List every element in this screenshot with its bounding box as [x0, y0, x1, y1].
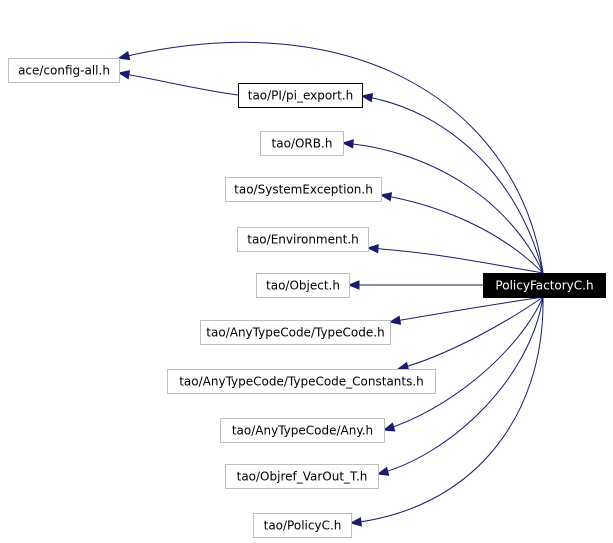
edge-line: [367, 247, 544, 274]
edge-factory-to-pi_export: [360, 92, 544, 274]
arrowhead-icon: [341, 139, 354, 149]
edge-line: [389, 296, 544, 323]
node-label: tao/PI/pi_export.h: [248, 89, 354, 103]
node-ace_config[interactable]: ace/config-all.h: [8, 58, 120, 83]
node-label: PolicyFactoryC.h: [495, 279, 593, 293]
arrowhead-icon: [379, 192, 393, 202]
nodes-layer: ace/config-all.h tao/PI/pi_export.h tao/OR…: [8, 58, 606, 538]
node-box: [200, 320, 391, 345]
edges-layer: [117, 41, 544, 527]
node-sysexc[interactable]: tao/SystemException.h: [225, 177, 382, 202]
arrowhead-icon: [388, 315, 402, 325]
edge-factory-to-object: [347, 280, 483, 290]
node-factory[interactable]: PolicyFactoryC.h: [483, 273, 606, 298]
node-env[interactable]: tao/Environment.h: [237, 227, 369, 252]
arrowhead-icon: [117, 50, 131, 61]
edge-line: [397, 296, 544, 370]
node-any[interactable]: tao/AnyTypeCode/Any.h: [220, 418, 385, 443]
node-typecode[interactable]: tao/AnyTypeCode/TypeCode.h: [200, 320, 391, 345]
edge-factory-to-orb: [341, 139, 544, 274]
node-object[interactable]: tao/Object.h: [256, 273, 350, 298]
edge-pi_export-to-ace_config: [117, 70, 239, 96]
node-label: tao/AnyTypeCode/Any.h: [232, 424, 373, 438]
arrowhead-icon: [382, 422, 396, 432]
edge-line: [342, 142, 544, 274]
node-box: [237, 227, 369, 252]
edge-factory-to-typecode: [388, 296, 544, 325]
arrowhead-icon: [349, 517, 362, 527]
node-label: tao/AnyTypeCode/TypeCode.h: [206, 326, 384, 340]
node-box: [260, 131, 344, 156]
node-box: [220, 418, 385, 443]
node-label: tao/Objref_VarOut_T.h: [237, 470, 368, 484]
node-label: tao/SystemException.h: [234, 183, 373, 197]
edge-line: [383, 296, 544, 431]
node-objref[interactable]: tao/Objref_VarOut_T.h: [225, 464, 379, 489]
arrowhead-icon: [117, 70, 131, 80]
node-box: [483, 273, 606, 298]
edge-factory-to-ace_config: [117, 41, 544, 274]
arrowhead-icon: [366, 243, 379, 254]
node-box: [256, 273, 350, 298]
node-box: [8, 58, 120, 83]
edge-factory-to-sysexc: [379, 192, 544, 274]
node-policyc[interactable]: tao/PolicyC.h: [253, 513, 352, 538]
arrowhead-icon: [360, 92, 374, 103]
edge-factory-to-any: [382, 296, 544, 432]
arrowhead-icon: [347, 280, 360, 290]
node-box: [225, 177, 382, 202]
node-typecode_const[interactable]: tao/AnyTypeCode/TypeCode_Constants.h: [167, 369, 436, 394]
node-label: tao/PolicyC.h: [264, 519, 342, 533]
node-box: [167, 369, 436, 394]
edge-line: [118, 72, 239, 96]
edge-factory-to-objref: [376, 296, 544, 476]
arrowhead-icon: [376, 466, 390, 476]
node-box: [238, 83, 363, 108]
edge-line: [350, 296, 544, 524]
edge-line: [361, 95, 544, 274]
edge-factory-to-env: [366, 243, 544, 274]
node-label: tao/Object.h: [266, 279, 340, 293]
edge-factory-to-policyc: [349, 296, 544, 527]
node-label: ace/config-all.h: [18, 64, 110, 78]
edge-line: [380, 194, 544, 274]
node-orb[interactable]: tao/ORB.h: [260, 131, 344, 156]
node-label: tao/ORB.h: [272, 137, 333, 151]
node-label: tao/Environment.h: [247, 233, 359, 247]
node-box: [253, 513, 352, 538]
edge-line: [118, 41, 544, 274]
edge-line: [377, 296, 544, 475]
node-label: tao/AnyTypeCode/TypeCode_Constants.h: [179, 375, 424, 389]
node-pi_export[interactable]: tao/PI/pi_export.h: [238, 83, 363, 108]
node-box: [225, 464, 379, 489]
